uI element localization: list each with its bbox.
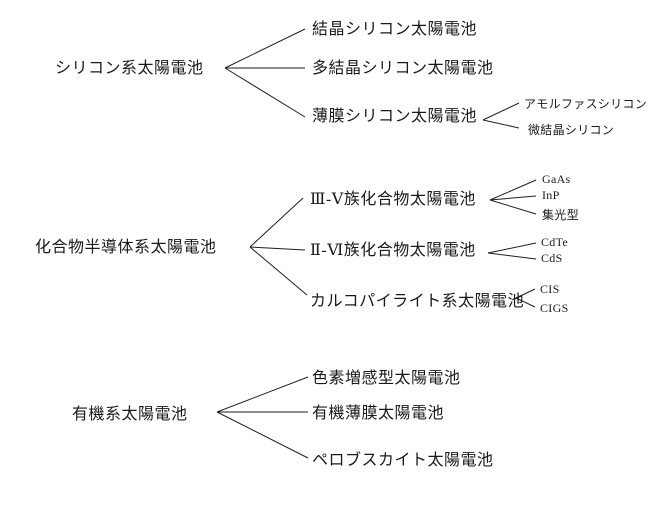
leaf-cdte: CdTe — [541, 235, 569, 249]
node-dye-sensitized: 色素増感型太陽電池 — [312, 370, 461, 387]
leaf-cis: CIS — [540, 282, 560, 296]
leaf-amorphous-silicon: アモルファスシリコン — [524, 97, 648, 111]
leaf-gaas: GaAs — [542, 172, 571, 186]
leaf-cigs: CIGS — [540, 301, 569, 315]
node-iii-v-compound: Ⅲ-Ⅴ族化合物太陽電池 — [310, 191, 476, 208]
node-perovskite: ペロブスカイト太陽電池 — [312, 452, 494, 469]
group-label-silicon: シリコン系太陽電池 — [55, 60, 204, 77]
leaf-inp: InP — [542, 188, 560, 202]
group-label-organic: 有機系太陽電池 — [72, 406, 188, 423]
node-ii-vi-compound: Ⅱ-Ⅵ族化合物太陽電池 — [310, 242, 476, 259]
node-chalcopyrite: カルコパイライト系太陽電池 — [310, 293, 525, 310]
node-organic-thinfilm: 有機薄膜太陽電池 — [312, 405, 445, 422]
group-label-compound-semiconductor: 化合物半導体系太陽電池 — [35, 239, 217, 256]
node-crystalline-silicon: 結晶シリコン太陽電池 — [312, 21, 478, 38]
leaf-microcrystalline-silicon: 微結晶シリコン — [528, 123, 615, 137]
node-polycrystalline-silicon: 多結晶シリコン太陽電池 — [312, 60, 494, 77]
leaf-cds: CdS — [541, 251, 563, 265]
leaf-concentrator: 集光型 — [542, 208, 579, 222]
node-thinfilm-silicon: 薄膜シリコン太陽電池 — [312, 108, 478, 125]
